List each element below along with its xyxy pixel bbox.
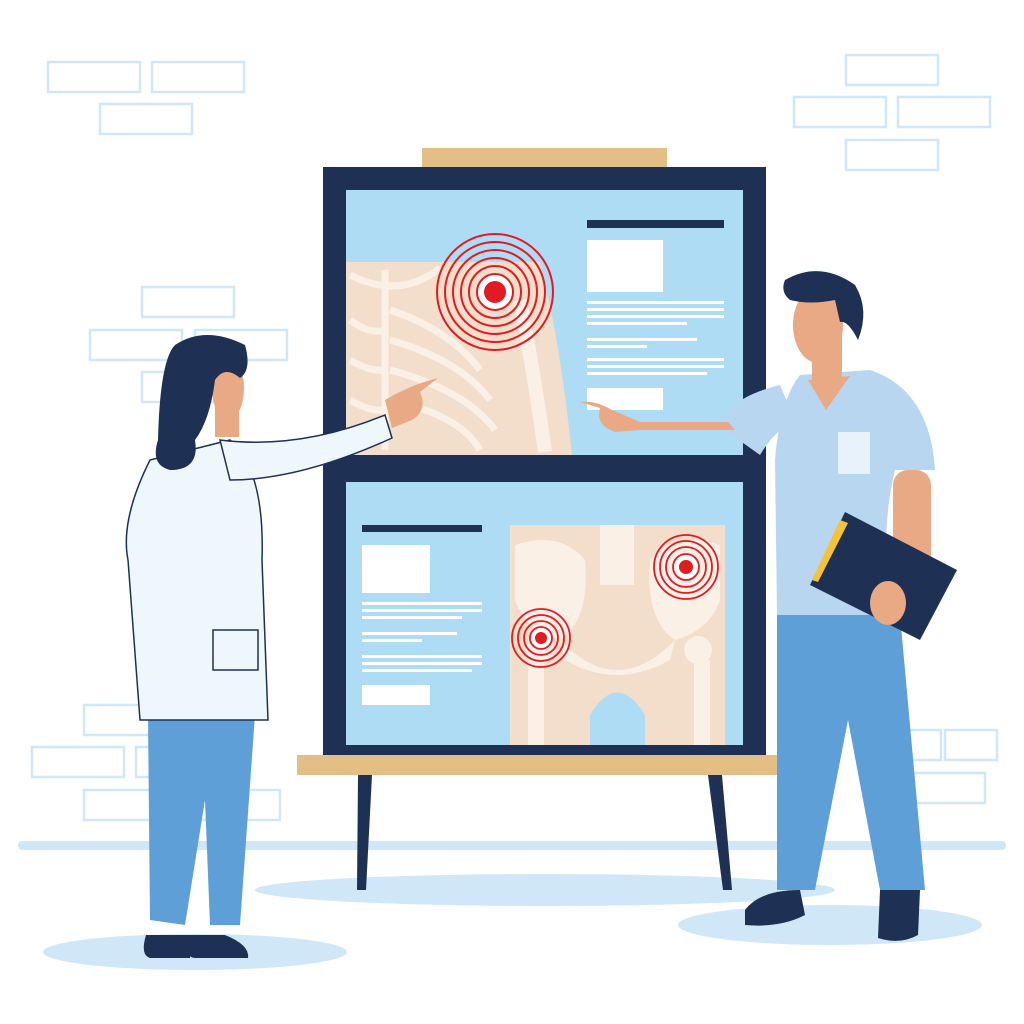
pain-target-right-hip bbox=[653, 534, 719, 600]
female-doctor bbox=[125, 335, 438, 958]
male-doctor bbox=[580, 271, 957, 941]
easel-shadow bbox=[255, 874, 835, 906]
report-text-block-top bbox=[587, 220, 724, 410]
floor-line bbox=[18, 841, 1006, 850]
clipboard bbox=[810, 512, 957, 640]
pain-target-shoulder bbox=[436, 233, 554, 351]
report-text-block-bottom bbox=[362, 525, 482, 705]
xray-panel-pelvis bbox=[346, 482, 743, 745]
pain-target-left-hip bbox=[511, 608, 571, 668]
man-shadow bbox=[678, 905, 982, 945]
